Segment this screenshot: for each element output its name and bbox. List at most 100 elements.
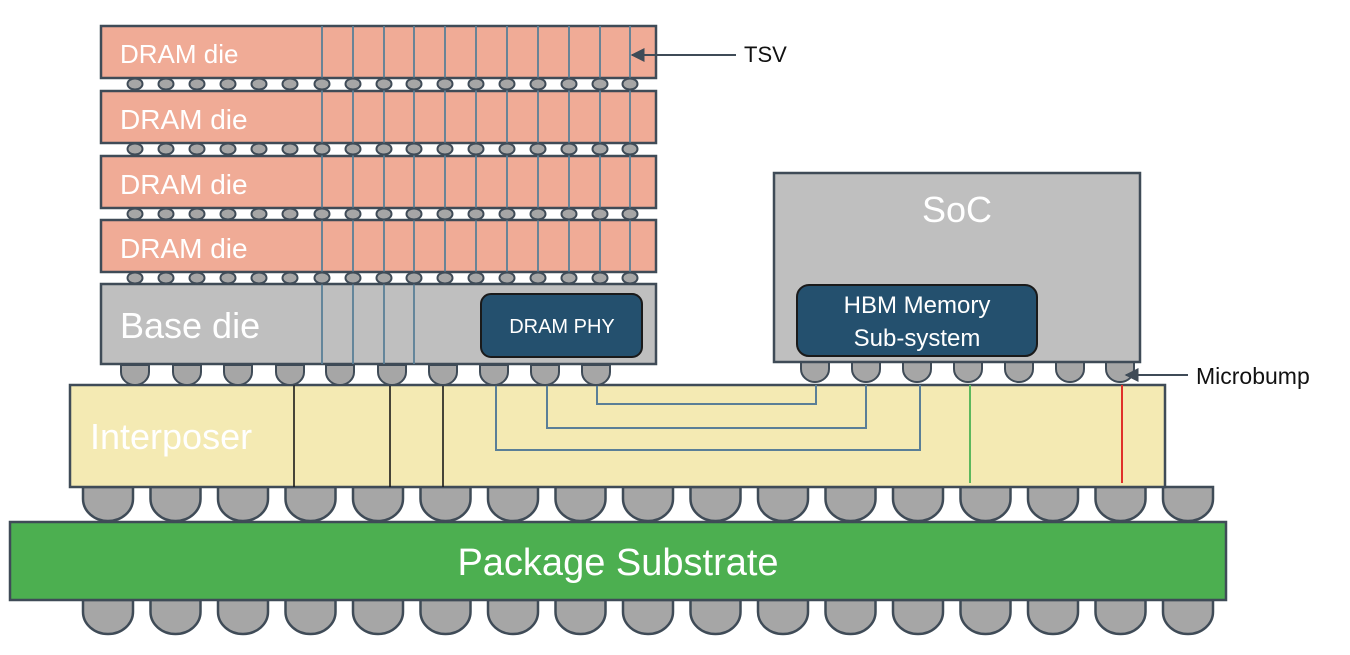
stack-microbump [281,207,299,221]
package-solder-ball [891,598,945,636]
c4-bump [689,485,742,523]
stack-microbump [498,142,516,156]
microbump-callout-label: Microbump [1196,363,1310,389]
stack-microbump [560,142,578,156]
c4-bump [149,485,202,523]
package-solder-ball [351,598,405,636]
package-solder-ball [554,598,607,636]
interposer-traces [495,385,921,451]
package-solder-balls [81,598,1215,636]
interposer-label: Interposer [90,416,252,457]
stack-microbump [281,271,299,285]
stack-microbump [188,77,206,91]
dram-stack [99,24,658,274]
dram-die [99,154,658,210]
stack-microbump [560,77,578,91]
c4-bumps [81,485,1215,523]
stack-microbump [344,207,362,221]
stack-microbump [621,77,639,91]
stack-microbump [621,271,639,285]
stack-microbump [375,207,393,221]
stack-microbump [219,207,237,221]
stack-microbump [344,142,362,156]
stack-microbump [313,142,331,156]
stack-microbump [250,77,268,91]
c4-bump [891,485,945,523]
package-solder-ball [959,598,1012,636]
microbump [1004,361,1034,383]
package-solder-ball [689,598,742,636]
dram-die [99,24,658,80]
tsv-callout-label: TSV [744,42,787,67]
package-solder-ball [216,598,270,636]
microbump [851,361,881,383]
stack-microbump [219,142,237,156]
interposer-vias [293,385,444,487]
stack-microbump [621,207,639,221]
stack-microbump [560,271,578,285]
stack-microbump [250,207,268,221]
microbump [325,364,355,386]
c4-bump [284,485,337,523]
stack-microbump [157,271,175,285]
package-solder-ball [621,598,675,636]
stack-microbump [157,77,175,91]
stack-microbump [313,77,331,91]
microbump [120,364,150,386]
base-die-label: Base die [120,305,260,346]
stack-microbump [498,207,516,221]
stack-microbump [157,142,175,156]
stack-microbump [250,142,268,156]
stack-microbump [188,142,206,156]
stack-microbump [405,207,423,221]
stack-microbump [188,207,206,221]
soc-label: SoC [922,189,992,230]
dram-phy-block [480,293,643,358]
stack-microbump [344,271,362,285]
stack-microbump [467,77,485,91]
soc-microbumps [800,361,1135,383]
c4-bump [621,485,675,523]
microbump [1055,361,1085,383]
stack-microbump [436,77,454,91]
microbump [953,361,983,383]
c4-bump [1094,485,1147,523]
stack-microbumps [126,77,639,285]
c4-bump [1161,485,1215,523]
package-solder-ball [149,598,202,636]
package-substrate [8,520,1228,602]
microbump [377,364,407,386]
stack-microbump [188,271,206,285]
c4-bump [554,485,607,523]
stack-microbump [405,142,423,156]
stack-microbump [375,77,393,91]
microbump [530,364,560,386]
stack-microbump [467,207,485,221]
c4-bump [486,485,540,523]
microbump [172,364,202,386]
stack-microbump [591,142,609,156]
package-solder-ball [81,598,135,636]
stack-microbump [591,271,609,285]
stack-microbump [281,142,299,156]
stack-microbump [591,77,609,91]
stack-microbump [405,271,423,285]
dram-die-label: DRAM die [120,169,248,200]
stack-microbump [529,207,547,221]
c4-bump [1026,485,1080,523]
stack-microbump [219,271,237,285]
microbump [800,361,830,383]
stack-microbump [375,142,393,156]
stack-microbump [591,207,609,221]
package-solder-ball [1026,598,1080,636]
hbm-memory-subsystem-block [796,284,1038,357]
stack-microbump [529,271,547,285]
microbump [275,364,305,386]
package-solder-ball [284,598,337,636]
package-substrate-label: Package Substrate [457,542,778,584]
microbump [479,364,509,386]
c4-bump [351,485,405,523]
stack-microbump [498,271,516,285]
stack-microbump [467,271,485,285]
